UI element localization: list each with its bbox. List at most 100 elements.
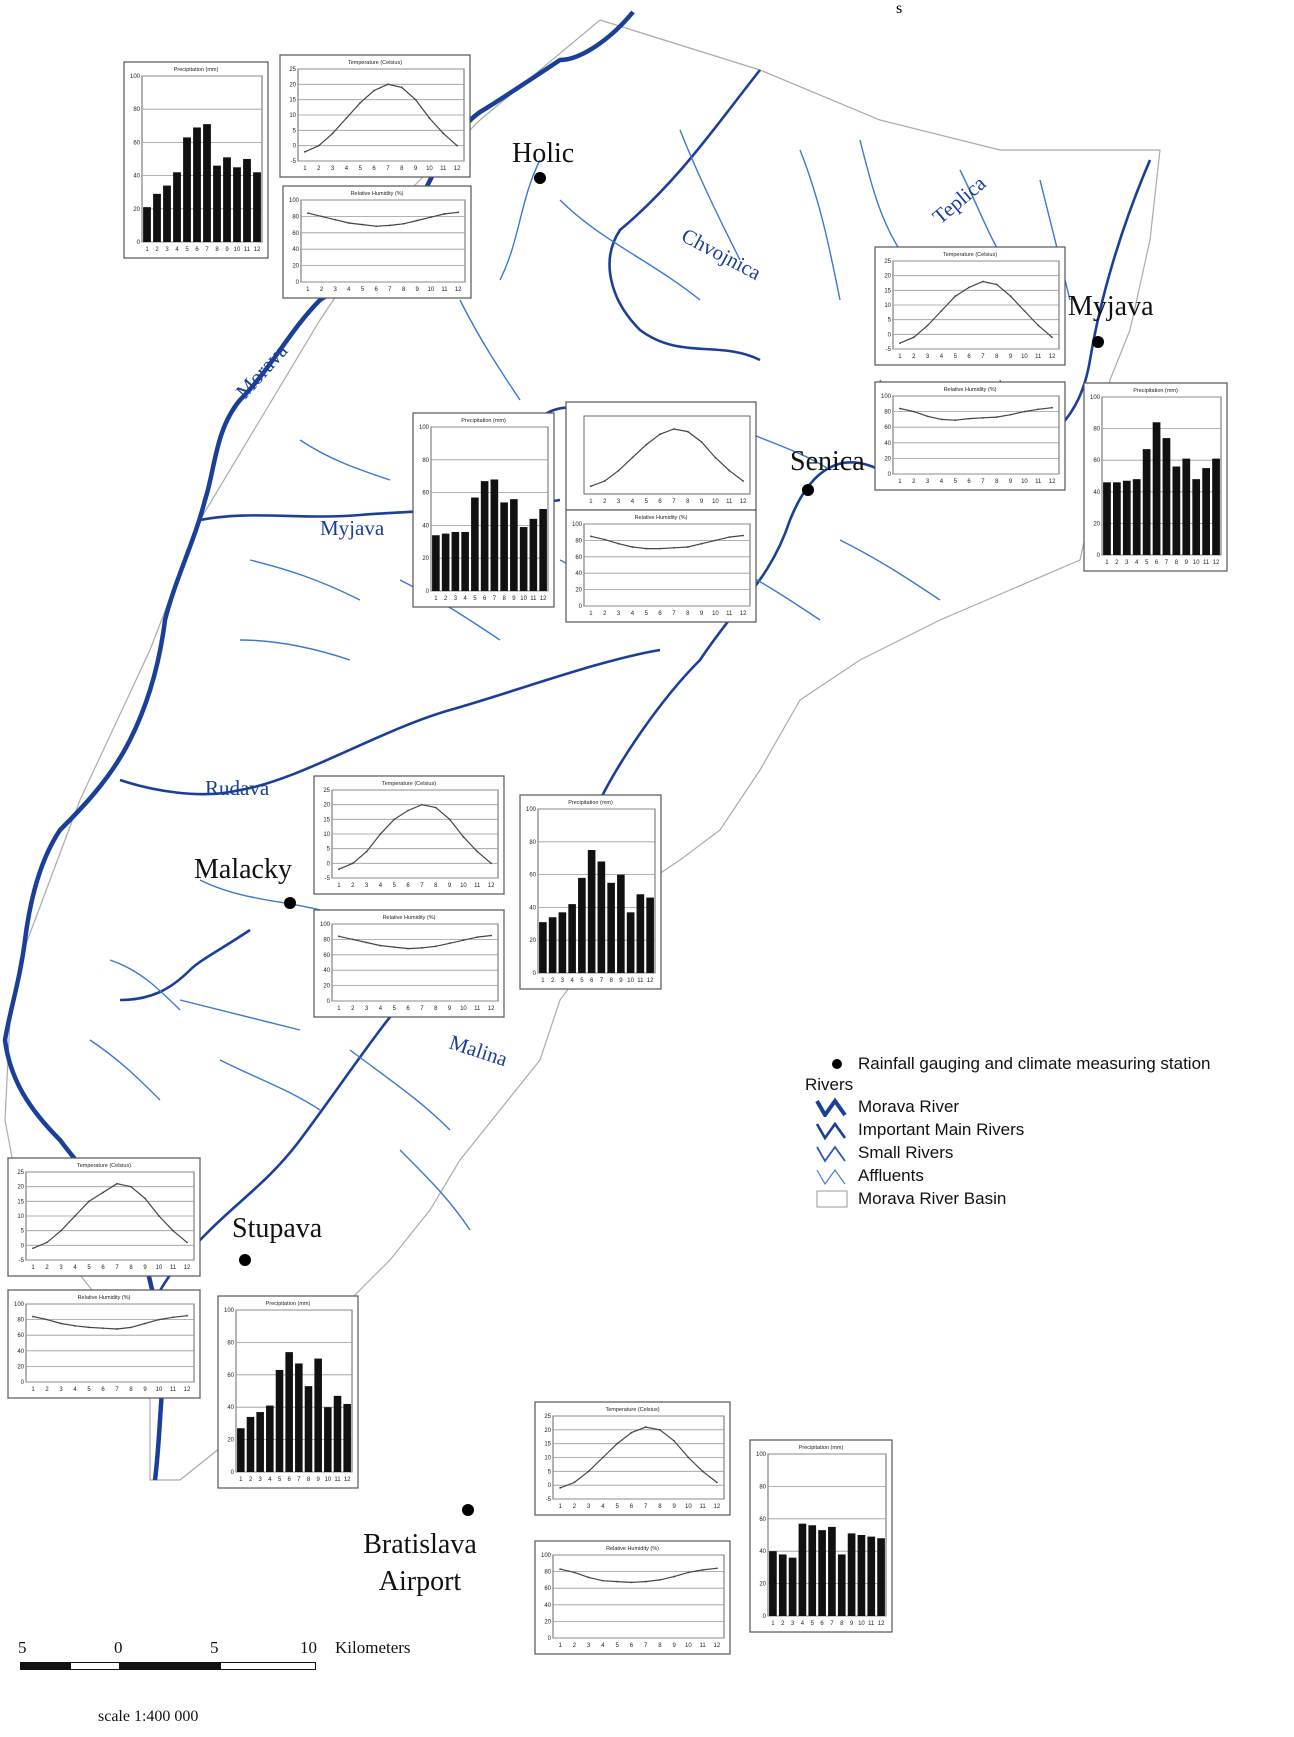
chart-title: Precipitation (mm) [568,800,613,806]
x-tick-label: 8 [129,1265,133,1271]
x-tick-label: 11 [170,1265,177,1271]
data-point [116,1182,118,1185]
legend-morava-label: Morava River [858,1097,960,1116]
precip-bar [223,157,231,242]
plot-area [300,199,466,283]
precip-bar [847,1533,856,1616]
y-tick-label: 0 [1097,553,1101,559]
x-tick-label: 10 [324,1477,331,1483]
x-tick-label: 8 [658,1643,662,1649]
precip-bar [304,1386,313,1472]
y-tick-label: 100 [320,922,331,928]
precip-bar [788,1557,797,1616]
y-tick-label: 20 [323,803,330,809]
x-tick-label: 12 [1049,479,1056,485]
x-tick-label: 6 [967,354,971,360]
chart-title: Relative Humidity (%) [635,515,688,521]
y-tick-label: 100 [526,807,537,813]
data-point [429,216,432,219]
y-tick-label: 10 [17,1214,24,1220]
river-label: Rudava [205,776,270,800]
y-tick-label: 40 [884,441,891,447]
data-point [46,1318,48,1321]
precip-bar [1182,458,1191,555]
legend-main: Important Main Rivers [803,1118,1293,1141]
x-tick-label: 11 [334,1477,341,1483]
x-tick-label: 8 [434,1006,438,1012]
y-tick-label: 80 [17,1318,24,1324]
data-point [1051,336,1053,339]
x-tick-label: 10 [234,247,241,253]
precip-bar [1192,479,1201,555]
x-tick-label: 12 [454,166,461,172]
legend-small-label: Small Rivers [858,1143,954,1162]
x-tick-label: 9 [1009,479,1013,485]
y-tick-label: 0 [548,1636,552,1642]
town-marker: Stupava [232,1213,323,1266]
x-tick-label: 4 [940,354,944,360]
x-tick-label: 5 [393,883,397,889]
precip-bar [432,535,440,591]
precip-bar [617,874,625,973]
x-tick-label: 8 [215,247,219,253]
x-tick-label: 4 [1135,560,1139,566]
chart-title: Relative Humidity (%) [78,1295,131,1301]
x-tick-label: 6 [630,1643,634,1649]
x-tick-label: 4 [601,1643,605,1649]
series-line [899,280,1053,344]
x-tick-label: 1 [434,596,438,602]
precip-bar [769,1551,777,1616]
data-point [673,546,675,549]
precip-bar [1142,449,1151,555]
x-tick-label: 11 [474,1006,481,1012]
y-tick-label: 40 [1093,490,1100,496]
plot-area [141,75,263,243]
precip-bar [519,527,528,591]
series-line [899,407,1053,421]
data-point [351,938,354,941]
y-tick-label: 40 [323,968,330,974]
precip-bar [1172,466,1181,555]
data-point [361,223,364,226]
scale-segment [220,1662,316,1670]
town-marker: Airport [379,1566,462,1597]
data-point [968,286,970,289]
x-tick-label: 4 [379,883,383,889]
x-tick-label: 10 [1021,479,1028,485]
x-tick-label: 7 [672,499,676,505]
data-point [144,1197,146,1200]
data-point [32,1247,34,1250]
data-point [375,225,378,228]
x-tick-label: 6 [820,1621,824,1627]
y-tick-label: 60 [17,1333,24,1339]
chart-title: Temperature (Celsius) [382,781,436,787]
precip-bar [646,897,654,973]
y-tick-label: 80 [323,937,330,943]
x-tick-label: 4 [379,1006,383,1012]
precip-bar [246,1416,255,1472]
data-point [456,144,458,147]
y-tick-label: -5 [886,347,892,353]
y-tick-label: 40 [575,571,582,577]
x-tick-label: 4 [631,499,635,505]
plot-area [331,923,499,1002]
data-point [899,342,901,345]
scale-bar: 5 0 5 10 Kilometers scale 1:400 000 [10,1638,430,1728]
y-tick-label: 20 [544,1428,551,1434]
x-tick-label: 9 [414,166,418,172]
x-tick-label: 4 [801,1621,805,1627]
scale-segment [20,1662,70,1670]
x-tick-label: 5 [278,1477,282,1483]
chart-title: Temperature (Celsius) [77,1163,131,1169]
data-point [317,144,320,147]
y-tick-label: 0 [21,1243,25,1249]
data-point [457,211,460,214]
x-tick-label: 2 [603,499,607,505]
x-tick-label: 2 [351,1006,355,1012]
data-point [448,818,451,821]
